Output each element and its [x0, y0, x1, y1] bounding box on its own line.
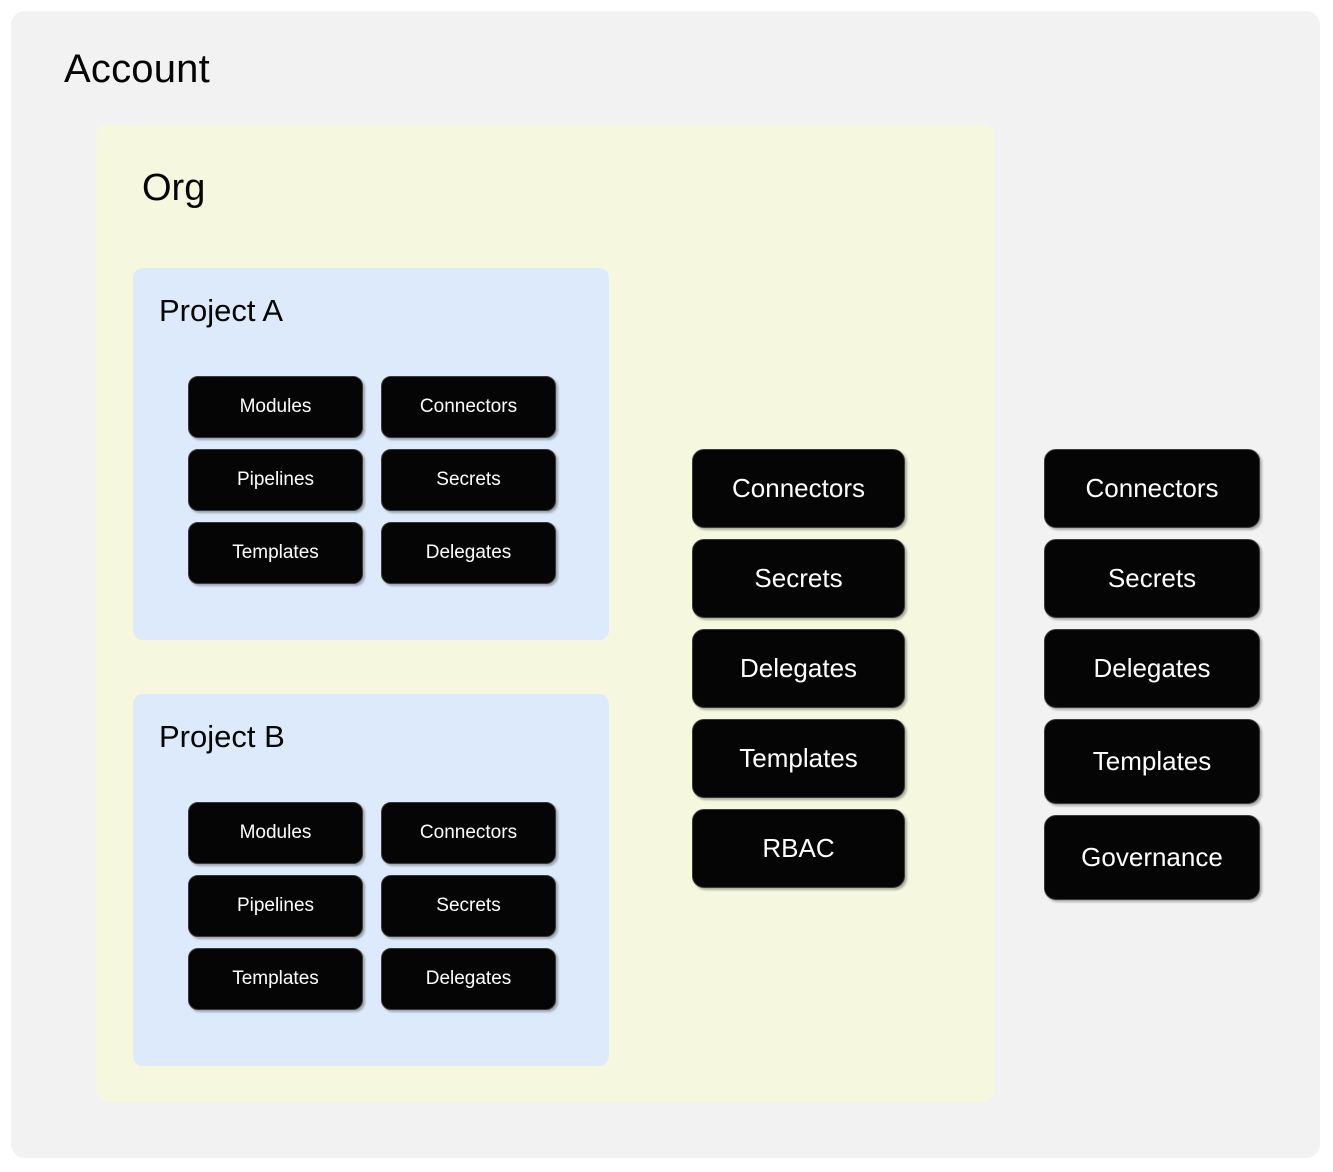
project-a-resource-secrets[interactable]: Secrets: [381, 449, 556, 511]
project-b-resource-modules[interactable]: Modules: [188, 802, 363, 864]
org-scope-title: Org: [142, 167, 206, 209]
project-a-title: Project A: [159, 293, 284, 328]
account-resource-column: Connectors Secrets Delegates Templates G…: [1044, 449, 1260, 900]
account-resource-delegates[interactable]: Delegates: [1044, 629, 1260, 708]
org-resource-connectors[interactable]: Connectors: [692, 449, 905, 528]
project-b-resource-secrets[interactable]: Secrets: [381, 875, 556, 937]
org-resource-templates[interactable]: Templates: [692, 719, 905, 798]
diagram-canvas: Account Org Project A Modules Connectors…: [11, 11, 1320, 1158]
account-resource-connectors[interactable]: Connectors: [1044, 449, 1260, 528]
account-resource-templates[interactable]: Templates: [1044, 719, 1260, 804]
project-a-resource-grid: Modules Connectors Pipelines Secrets Tem…: [188, 376, 556, 584]
account-resource-secrets[interactable]: Secrets: [1044, 539, 1260, 618]
project-a-resource-modules[interactable]: Modules: [188, 376, 363, 438]
project-b-title: Project B: [159, 719, 285, 754]
org-resource-rbac[interactable]: RBAC: [692, 809, 905, 888]
org-resource-column: Connectors Secrets Delegates Templates R…: [692, 449, 905, 888]
project-scope-b: Project B Modules Connectors Pipelines S…: [133, 694, 609, 1066]
project-scope-a: Project A Modules Connectors Pipelines S…: [133, 268, 609, 640]
project-a-resource-connectors[interactable]: Connectors: [381, 376, 556, 438]
org-resource-secrets[interactable]: Secrets: [692, 539, 905, 618]
project-b-resource-delegates[interactable]: Delegates: [381, 948, 556, 1010]
org-resource-delegates[interactable]: Delegates: [692, 629, 905, 708]
project-b-resource-connectors[interactable]: Connectors: [381, 802, 556, 864]
project-a-resource-delegates[interactable]: Delegates: [381, 522, 556, 584]
project-b-resource-grid: Modules Connectors Pipelines Secrets Tem…: [188, 802, 556, 1010]
account-scope-title: Account: [64, 47, 210, 91]
project-b-resource-templates[interactable]: Templates: [188, 948, 363, 1010]
project-a-resource-templates[interactable]: Templates: [188, 522, 363, 584]
account-resource-governance[interactable]: Governance: [1044, 815, 1260, 900]
project-b-resource-pipelines[interactable]: Pipelines: [188, 875, 363, 937]
project-a-resource-pipelines[interactable]: Pipelines: [188, 449, 363, 511]
